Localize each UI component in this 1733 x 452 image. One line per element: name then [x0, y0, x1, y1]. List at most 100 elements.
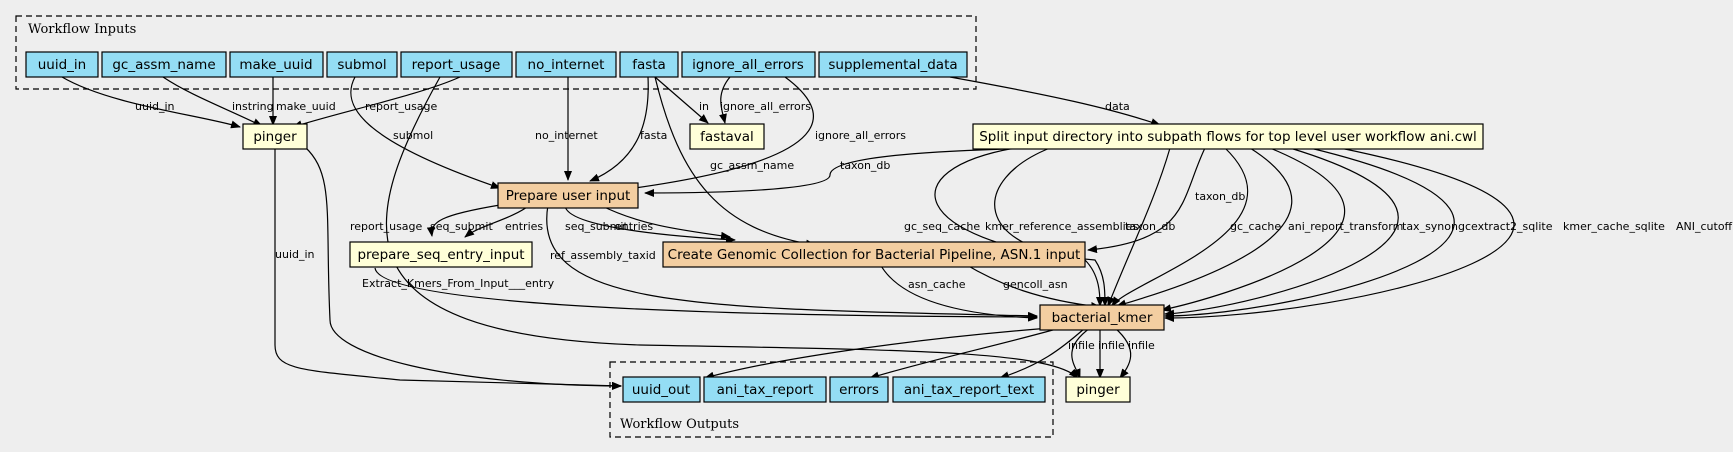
- edge-label-extract-kmers: Extract_Kmers_From_Input___entry: [362, 277, 555, 290]
- edge-label-fasta: fasta: [640, 129, 667, 142]
- edge-uuid-in-pinger: [61, 76, 241, 129]
- edge-label-ani-report-transform: ani_report_transform: [1288, 220, 1403, 233]
- edge-label-ani-cutoff: ANI_cutoff: [1676, 220, 1733, 233]
- node-split-input[interactable]: Split input directory into subpath flows…: [972, 123, 1484, 150]
- edge-label-infile-3: infile: [1128, 339, 1155, 352]
- edge-label-gencoll-asn: gencoll_asn: [1003, 278, 1068, 291]
- node-prepare-seq-entry-input[interactable]: prepare_seq_entry_input: [349, 241, 533, 268]
- node-prepare-seq-entry-input-label: prepare_seq_entry_input: [357, 247, 524, 263]
- input-nodes: uuid_in gc_assm_name make_uuid submol re…: [25, 51, 968, 78]
- edge-label-gc-cache: gc_cache: [1230, 220, 1281, 233]
- node-errors[interactable]: errors: [829, 376, 889, 403]
- edge-supplemental-split: [949, 76, 1161, 126]
- edge-label-ignore-errors-fastaval: ignore_all_errors: [720, 100, 811, 113]
- node-ani-tax-report-label: ani_tax_report: [717, 382, 814, 398]
- edge-label-taxon-db-genomic: taxon_db: [1195, 190, 1245, 203]
- edge-label-uuid-in-out: uuid_in: [275, 248, 315, 261]
- output-nodes: uuid_out ani_tax_report errors ani_tax_r…: [622, 376, 1131, 403]
- edge-label-entries-2: entries: [615, 220, 653, 233]
- node-report-usage[interactable]: report_usage: [400, 51, 513, 78]
- node-fasta[interactable]: fasta: [619, 51, 679, 78]
- node-no-internet[interactable]: no_internet: [515, 51, 617, 78]
- node-prepare-user-input-label: Prepare user input: [506, 188, 631, 204]
- node-gc-assm-name-label: gc_assm_name: [112, 57, 215, 73]
- edge-kmer-errors: [999, 327, 1086, 380]
- node-make-uuid[interactable]: make_uuid: [229, 51, 324, 78]
- edge-prepare-genomic-2: [599, 204, 731, 240]
- edge-label-tax-synon: tax_synon: [1402, 220, 1458, 233]
- edge-split-genomic-taxondb: [1087, 147, 1206, 254]
- node-pinger-2[interactable]: pinger: [1065, 376, 1131, 403]
- node-fasta-label: fasta: [632, 57, 666, 73]
- node-prepare-user-input[interactable]: Prepare user input: [497, 182, 639, 209]
- edge-label-infile-2: infile: [1098, 339, 1125, 352]
- edge-split-kmer-gccache: [1111, 147, 1249, 307]
- edge-prepare-genomic-1: [564, 204, 736, 244]
- edge-report-usage-pinger2: [385, 76, 1079, 379]
- node-ignore-all-errors-label: ignore_all_errors: [692, 57, 804, 73]
- node-fastaval-label: fastaval: [700, 129, 754, 145]
- edges: [61, 76, 1515, 390]
- edge-label-kmer-ref-asm: kmer_reference_assemblies: [985, 220, 1138, 233]
- edge-prepare-seq-2: [464, 204, 531, 238]
- edge-label-gcextract2-sqlite: gcextract2_sqlite: [1458, 220, 1553, 233]
- node-gc-assm-name[interactable]: gc_assm_name: [101, 51, 227, 78]
- edge-fasta-genomic: [654, 76, 816, 248]
- workflow-inputs-label: Workflow Inputs: [28, 22, 136, 37]
- edge-label-entries-1: entries: [505, 220, 543, 233]
- edge-kmer-ani-tax-report: [869, 327, 1061, 380]
- edge-label-make-uuid: make_uuid: [276, 100, 336, 113]
- node-uuid-out[interactable]: uuid_out: [622, 376, 701, 403]
- edge-label-gc-seq-cache: gc_seq_cache: [904, 220, 980, 233]
- edge-ignore-errors-prepare: [619, 76, 814, 193]
- workflow-inputs-cluster: Workflow Inputs: [15, 15, 977, 90]
- node-create-genomic-collection-label: Create Genomic Collection for Bacterial …: [668, 247, 1081, 263]
- node-supplemental-data[interactable]: supplemental_data: [818, 51, 968, 78]
- node-ani-tax-report-text-label: ani_tax_report_text: [904, 382, 1034, 398]
- node-submol[interactable]: submol: [326, 51, 398, 78]
- edge-label-taxon-db-kmer: taxon_db: [1125, 220, 1175, 233]
- node-bacterial-kmer-label: bacterial_kmer: [1052, 310, 1153, 326]
- edge-label-seq-submit-2: seq_submit: [565, 220, 628, 233]
- node-errors-label: errors: [839, 382, 879, 398]
- edge-pinger-uuid-out: [274, 147, 622, 390]
- edge-label-kmer-cache-sqlite: kmer_cache_sqlite: [1563, 220, 1665, 233]
- edge-split-prepare: [644, 147, 1051, 197]
- edge-label-report-usage: report_usage: [365, 100, 438, 113]
- node-pinger[interactable]: pinger: [242, 123, 308, 150]
- edge-split-kmer-gcseq: [934, 147, 1104, 307]
- edge-label-no-internet: no_internet: [535, 129, 598, 142]
- node-ani-tax-report[interactable]: ani_tax_report: [703, 376, 827, 403]
- node-fastaval[interactable]: fastaval: [689, 123, 765, 150]
- edge-label-data: data: [1105, 100, 1130, 113]
- node-no-internet-label: no_internet: [528, 57, 605, 73]
- edge-split-kmer-anireport: [1116, 147, 1293, 308]
- node-create-genomic-collection[interactable]: Create Genomic Collection for Bacterial …: [662, 241, 1086, 268]
- edge-label-seq-submit-1: seq_submit: [430, 220, 493, 233]
- edge-label-asn-cache: asn_cache: [908, 278, 966, 291]
- edge-kmer-pinger2-3: [1114, 327, 1132, 379]
- edge-label-gc-assm-name: gc_assm_name: [710, 159, 794, 172]
- edge-label-submol: submol: [393, 129, 433, 142]
- node-bacterial-kmer[interactable]: bacterial_kmer: [1039, 304, 1165, 331]
- node-ignore-all-errors[interactable]: ignore_all_errors: [681, 51, 816, 78]
- edge-label-ignore-errors-prepare: ignore_all_errors: [815, 129, 906, 142]
- edge-split-kmer-kmercache: [1164, 147, 1455, 320]
- step-nodes: pinger fastaval Split input directory in…: [242, 123, 1484, 331]
- edge-label-instring: instring: [232, 100, 274, 113]
- node-make-uuid-label: make_uuid: [239, 57, 312, 73]
- node-supplemental-data-label: supplemental_data: [828, 57, 957, 73]
- edge-label-infile-1: infile: [1068, 339, 1095, 352]
- edge-labels: uuid_in instring make_uuid report_usage …: [135, 100, 1733, 352]
- edge-fasta-prepare: [589, 76, 649, 182]
- edge-fasta-fastaval: [654, 76, 709, 124]
- edge-genomic-kmer-asn: [879, 263, 1038, 322]
- node-report-usage-label: report_usage: [412, 57, 501, 73]
- edge-label-ref-assembly-taxid: ref_assembly_taxid: [550, 249, 656, 262]
- edge-label-taxon-db-prepare: taxon_db: [840, 159, 890, 172]
- workflow-outputs-label: Workflow Outputs: [620, 417, 739, 432]
- edge-split-kmer-gcextract: [1164, 147, 1399, 318]
- node-ani-tax-report-text[interactable]: ani_tax_report_text: [892, 376, 1046, 403]
- node-uuid-in[interactable]: uuid_in: [25, 51, 99, 78]
